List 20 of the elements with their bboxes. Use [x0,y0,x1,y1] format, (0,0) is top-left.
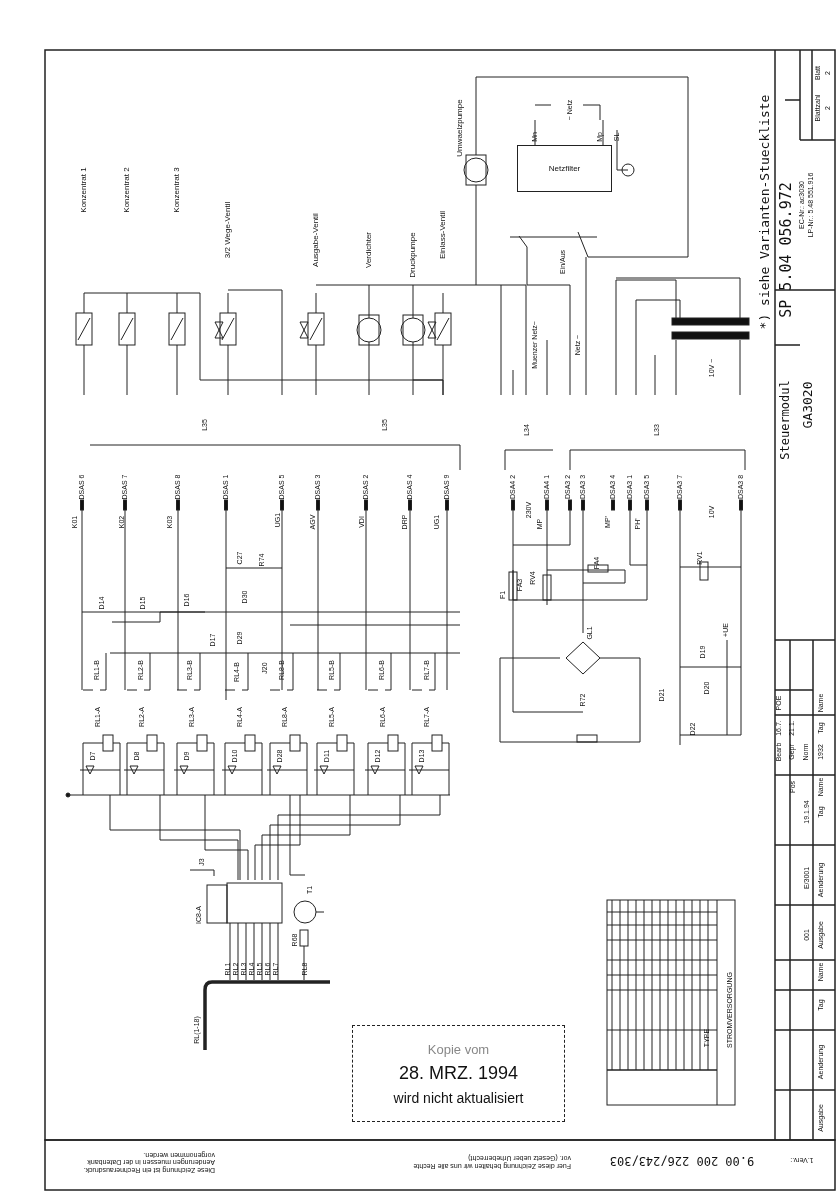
schematic-label: 9.00 200 226/243/303 [609,1153,755,1167]
filter-box [517,145,612,192]
schematic-label: GA3020 [800,381,816,429]
box-label: Netzfilter [548,164,581,173]
schematic-label: Ausgabe-Ventil [311,213,321,267]
stamp-text: wird nicht aktualisiert [393,1089,524,1106]
schematic-label: Steuermodul [779,380,793,460]
schematic-label: Druckpumpe [408,232,418,278]
schematic-label: Verdichter [364,232,374,268]
stamp-text: Kopie vom [427,1041,490,1057]
schematic-label: SP 5.04 056.972 [777,182,795,318]
schematic-label: Einlass-Ventil [438,211,448,259]
schematic-label: Konzentrat 1 [79,167,89,213]
stamp-box [352,1025,565,1122]
schematic-label: Konzentrat 2 [122,167,132,213]
stamp-text: 28. MRZ. 1994 [398,1062,519,1084]
schematic-label: *) siehe Varianten-Stueckliste [757,94,773,330]
schematic-label: Konzentrat 3 [172,167,182,213]
schematic-label: Umwaelzpumpe [455,99,465,157]
schematic-label: 3/2 Wege-Ventil [223,201,233,259]
